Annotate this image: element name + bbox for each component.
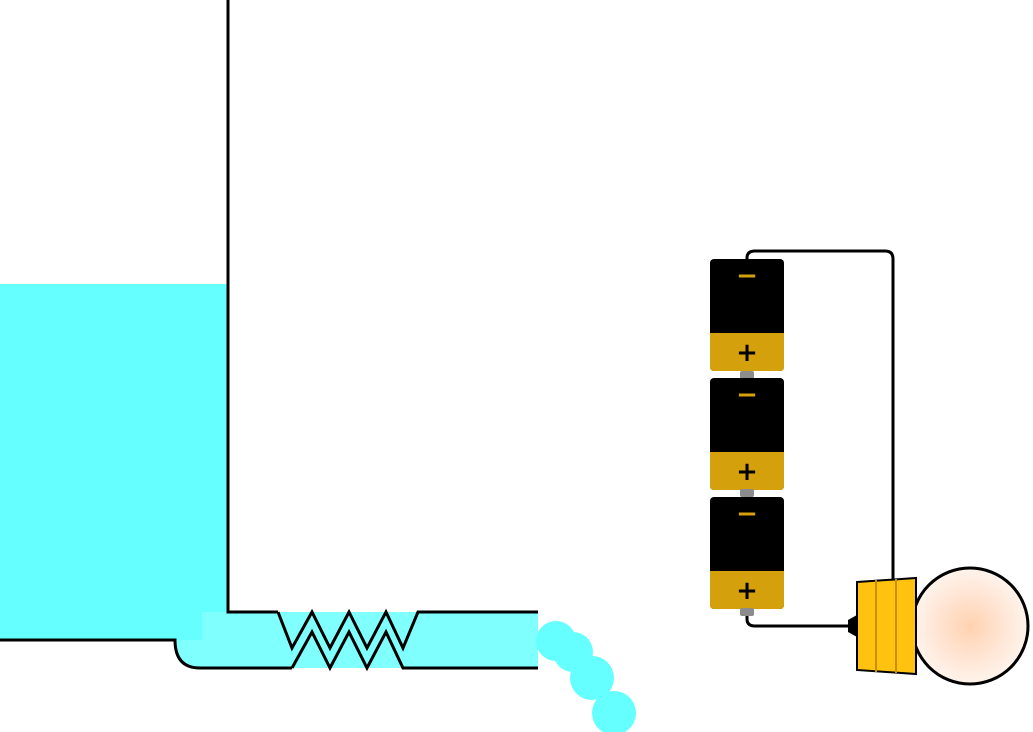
positive-terminal-label: + — [736, 576, 758, 606]
water-outflow — [536, 621, 636, 732]
water-drop — [570, 656, 614, 700]
tank-wall — [226, 0, 278, 614]
zigzag-resistor-lower — [290, 628, 538, 672]
water-circuit — [0, 0, 636, 732]
wire-bottom — [745, 612, 852, 628]
battery: − + — [710, 378, 784, 497]
bulb-base — [856, 576, 917, 676]
positive-terminal-label: + — [736, 338, 758, 368]
battery-cap — [710, 571, 784, 609]
bulb-glass — [910, 566, 1030, 686]
battery-cap — [710, 452, 784, 490]
battery: − + — [710, 497, 784, 616]
negative-terminal-label: − — [736, 380, 758, 410]
battery-cap — [710, 333, 784, 371]
battery-nub — [740, 489, 754, 497]
negative-terminal-label: − — [736, 261, 758, 291]
electric-circuit: − + − + − + — [710, 249, 1030, 686]
battery-nub — [740, 608, 754, 616]
battery-nub — [740, 371, 754, 379]
positive-terminal-label: + — [736, 457, 758, 487]
tank-bottom — [0, 638, 292, 670]
battery: − + — [710, 259, 784, 379]
wire-top — [745, 249, 895, 580]
zigzag-resistor-icon — [276, 608, 538, 652]
water-drop — [592, 691, 636, 732]
pipe-water — [175, 612, 538, 668]
tank-water — [0, 284, 227, 640]
negative-terminal-label: − — [736, 499, 758, 529]
bulb-tip — [848, 615, 857, 637]
light-bulb-icon — [848, 566, 1030, 686]
